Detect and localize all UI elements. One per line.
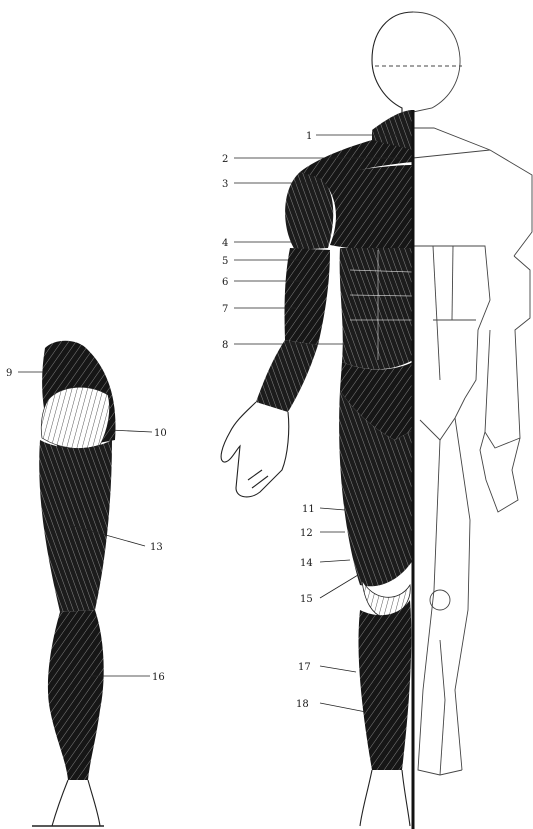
label-1: 1 — [306, 131, 312, 142]
label-5: 5 — [222, 256, 228, 267]
front-figure — [221, 12, 413, 829]
label-17: 17 — [298, 662, 311, 673]
label-14: 14 — [300, 558, 313, 569]
label-8: 8 — [222, 340, 228, 351]
label-4: 4 — [222, 238, 228, 249]
label-6: 6 — [222, 277, 228, 288]
side-leg-figure — [32, 341, 116, 826]
label-18: 18 — [296, 699, 309, 710]
label-13: 13 — [150, 542, 163, 553]
label-15: 15 — [300, 594, 313, 605]
label-11: 11 — [302, 504, 315, 515]
label-9: 9 — [6, 368, 12, 379]
label-10: 10 — [154, 428, 167, 439]
label-3: 3 — [222, 179, 228, 190]
label-7: 7 — [222, 304, 228, 315]
label-16: 16 — [152, 672, 165, 683]
label-2: 2 — [222, 154, 228, 165]
label-12: 12 — [300, 528, 313, 539]
